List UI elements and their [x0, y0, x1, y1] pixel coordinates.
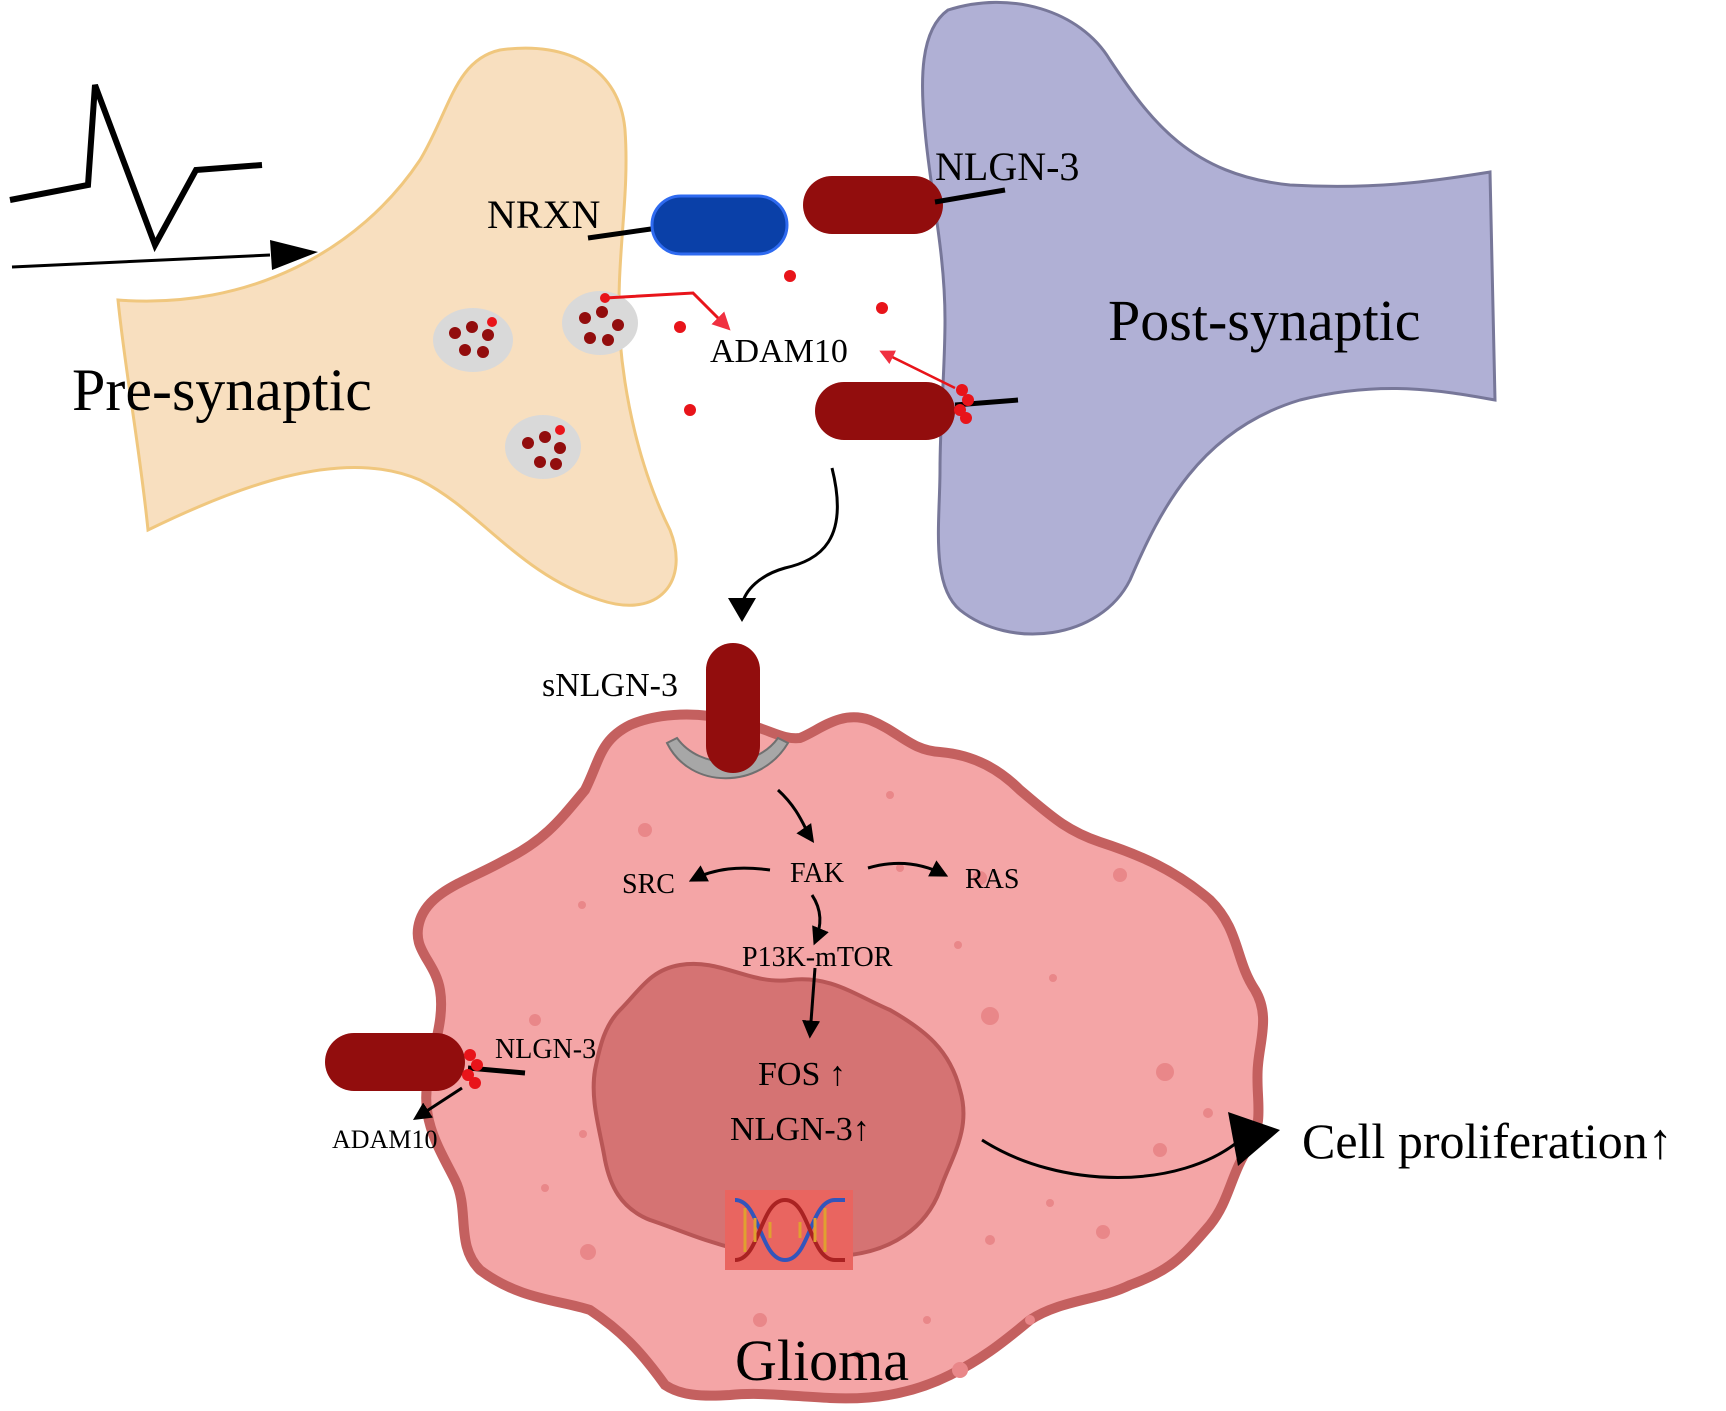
nlgn3-stalk — [934, 187, 1006, 205]
proliferation-arrowhead — [1228, 1112, 1280, 1166]
dna-icon — [725, 1190, 853, 1270]
label-fos: FOS ↑ — [758, 1056, 846, 1093]
label-nlgn3-nucleus: NLGN-3↑ — [730, 1111, 870, 1148]
action-potential-trace — [9, 83, 263, 253]
adam10-cleavage-arrow — [879, 350, 956, 390]
label-nrxn: NRXN — [487, 192, 600, 237]
synaptic-vesicle — [433, 308, 513, 372]
nlgn3-protein-synaptic — [803, 176, 943, 234]
label-ras: RAS — [965, 864, 1019, 895]
cytoplasm-speckles — [529, 791, 1213, 1378]
nucleus — [591, 961, 966, 1261]
adam10-cleavage-site-glioma — [462, 1049, 483, 1089]
pi3k-to-nucleus-arrow — [802, 967, 821, 1039]
synaptic-vesicle-releasing — [562, 291, 638, 355]
adam10-cleavage-site — [954, 384, 974, 424]
label-nlgn3-glioma: NLGN-3 — [495, 1034, 596, 1065]
label-pi3k-mtor: P13K-mTOR — [742, 942, 893, 973]
fak-to-ras-arrow — [867, 860, 949, 877]
proliferation-arrow — [981, 1138, 1241, 1179]
label-post-synaptic: Post-synaptic — [1108, 288, 1421, 353]
signal-direction-arrow — [11, 253, 271, 269]
label-nlgn3-top: NLGN-3 — [935, 144, 1079, 189]
glioma-adam10-arrow — [412, 1086, 463, 1120]
shedding-arrowhead — [728, 598, 756, 622]
label-glioma: Glioma — [735, 1328, 909, 1393]
fak-to-src-arrow — [688, 865, 771, 882]
synaptic-vesicle — [505, 415, 581, 479]
shedding-arrow — [740, 467, 839, 606]
postsynaptic-terminal — [921, 0, 1497, 636]
label-fak: FAK — [790, 858, 844, 889]
adam10-dot — [876, 302, 888, 314]
fak-to-pi3k-arrow — [810, 894, 829, 946]
adam10-dot — [674, 321, 686, 333]
signal-direction-arrowhead — [270, 240, 318, 270]
label-snlgn3: sNLGN-3 — [542, 667, 678, 704]
label-src: SRC — [622, 869, 675, 900]
nlgn3-protein-glioma — [325, 1033, 465, 1091]
nrxn-stalk — [587, 225, 659, 241]
nrxn-protein — [650, 194, 789, 256]
snlgn3-protein — [706, 643, 760, 773]
label-cell-proliferation: Cell proliferation↑ — [1302, 1113, 1673, 1169]
receptor-icon — [665, 736, 790, 780]
adam10-dot — [784, 270, 796, 282]
label-pre-synaptic: Pre-synaptic — [72, 357, 372, 423]
nlgn3-protein-cleaved — [815, 382, 955, 440]
adam10-dot — [684, 404, 696, 416]
receptor-to-fak-arrow — [776, 788, 815, 843]
label-adam10-top: ADAM10 — [710, 333, 848, 370]
label-adam10-glioma: ADAM10 — [332, 1125, 437, 1154]
adam10-release-arrow — [604, 291, 731, 331]
